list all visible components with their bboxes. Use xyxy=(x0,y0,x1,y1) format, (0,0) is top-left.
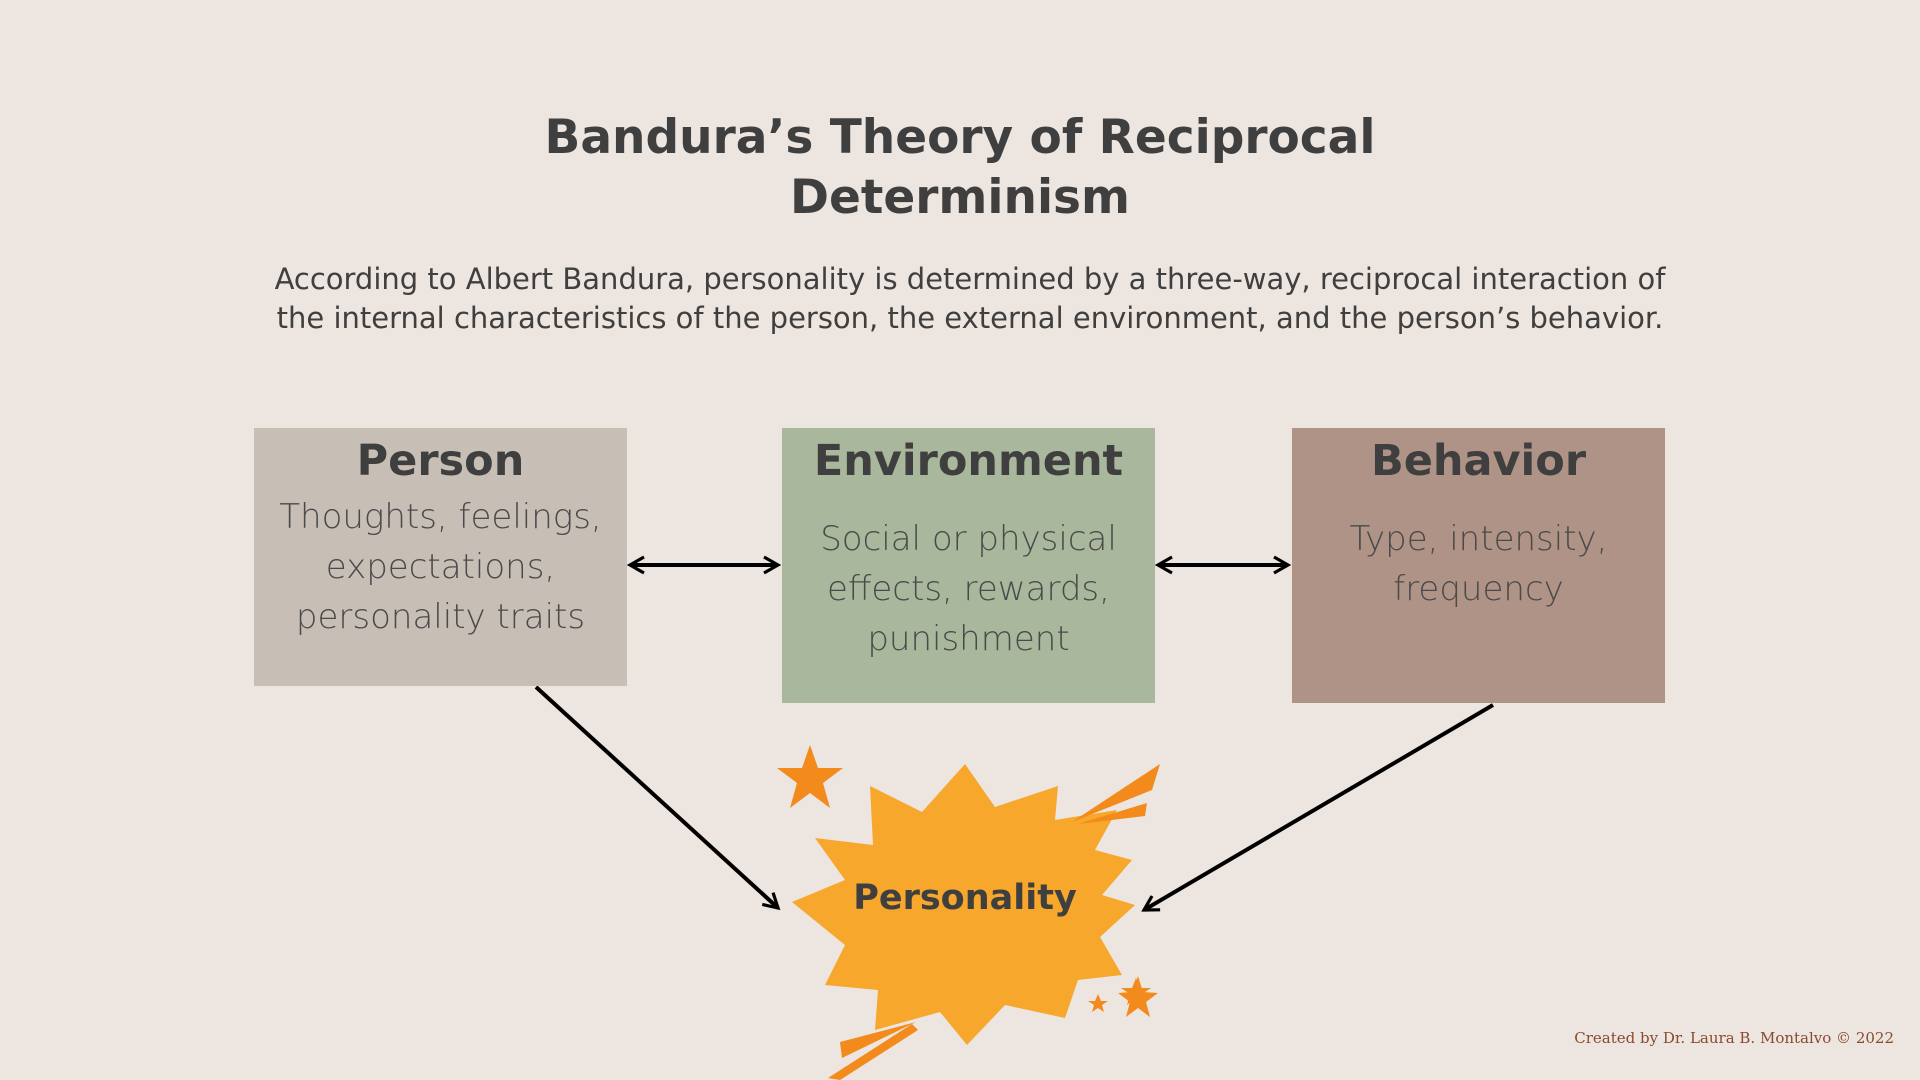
behavior-description: Type, intensity, frequency xyxy=(1349,519,1608,609)
arrow-person-personality xyxy=(534,685,781,911)
star-medium-icon xyxy=(1118,976,1158,1017)
star-icon xyxy=(777,745,843,808)
person-box: Person Thoughts, feelings, expectations,… xyxy=(254,428,627,686)
personality-burst-shape xyxy=(792,764,1135,1045)
title-line-2: Determinism xyxy=(789,170,1130,225)
streak-top2-icon xyxy=(1078,803,1147,824)
star-tiny-icon xyxy=(1088,994,1108,1012)
person-title: Person xyxy=(356,436,525,486)
environment-box: Environment Social or physical effects, … xyxy=(782,428,1155,703)
streak-top-icon xyxy=(1072,764,1160,822)
subtitle-line-1: According to Albert Bandura, personality… xyxy=(274,262,1666,296)
environment-title: Environment xyxy=(813,436,1124,486)
credit-text: Created by Dr. Laura B. Montalvo © 2022 xyxy=(1574,1029,1894,1047)
streak-bottom-icon xyxy=(840,1022,916,1058)
personality-label: Personality xyxy=(853,878,1077,918)
title-line-1: Bandura’s Theory of Reciprocal xyxy=(544,110,1376,165)
behavior-title: Behavior xyxy=(1370,436,1587,486)
person-description: Thoughts, feelings, expectations, person… xyxy=(279,497,602,637)
arrow-behavior-personality xyxy=(1141,703,1495,912)
page-subtitle: According to Albert Bandura, personality… xyxy=(230,260,1710,338)
behavior-box: Behavior Type, intensity, frequency xyxy=(1292,428,1665,703)
subtitle-line-2: the internal characteristics of the pers… xyxy=(276,301,1664,335)
environment-description: Social or physical effects, rewards, pun… xyxy=(820,519,1117,659)
page-title: Bandura’s Theory of Reciprocal Determini… xyxy=(460,108,1460,228)
streak-bottom2-icon xyxy=(828,1024,918,1080)
